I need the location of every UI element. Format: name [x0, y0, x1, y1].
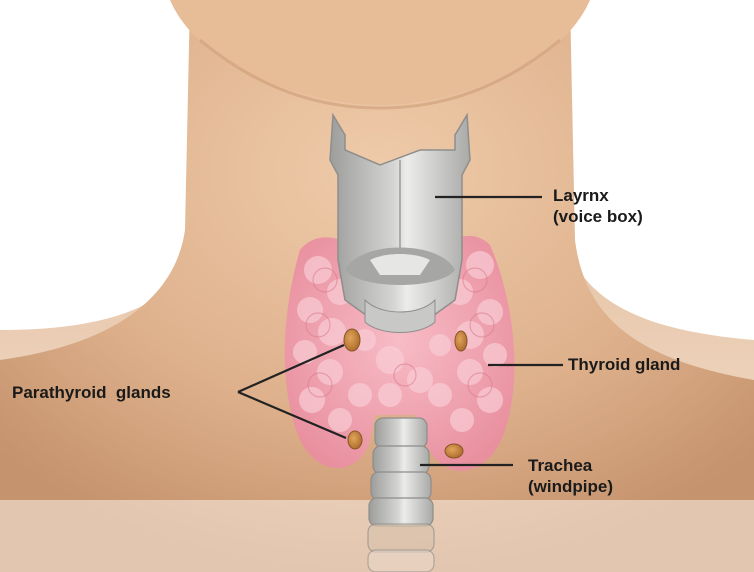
parathyroid-label: Parathyroid glands [12, 382, 171, 403]
larynx-label-line1: Layrnx [553, 185, 643, 206]
larynx-label: Layrnx (voice box) [553, 185, 643, 227]
larynx-label-line2: (voice box) [553, 206, 643, 227]
trachea-label: Trachea (windpipe) [528, 455, 613, 497]
trachea [368, 418, 434, 572]
thyroid-label: Thyroid gland [568, 354, 680, 375]
trachea-label-line1: Trachea [528, 455, 613, 476]
thyroid-label-text: Thyroid gland [568, 354, 680, 375]
parathyroid-label-text: Parathyroid glands [12, 382, 171, 403]
trachea-label-line2: (windpipe) [528, 476, 613, 497]
